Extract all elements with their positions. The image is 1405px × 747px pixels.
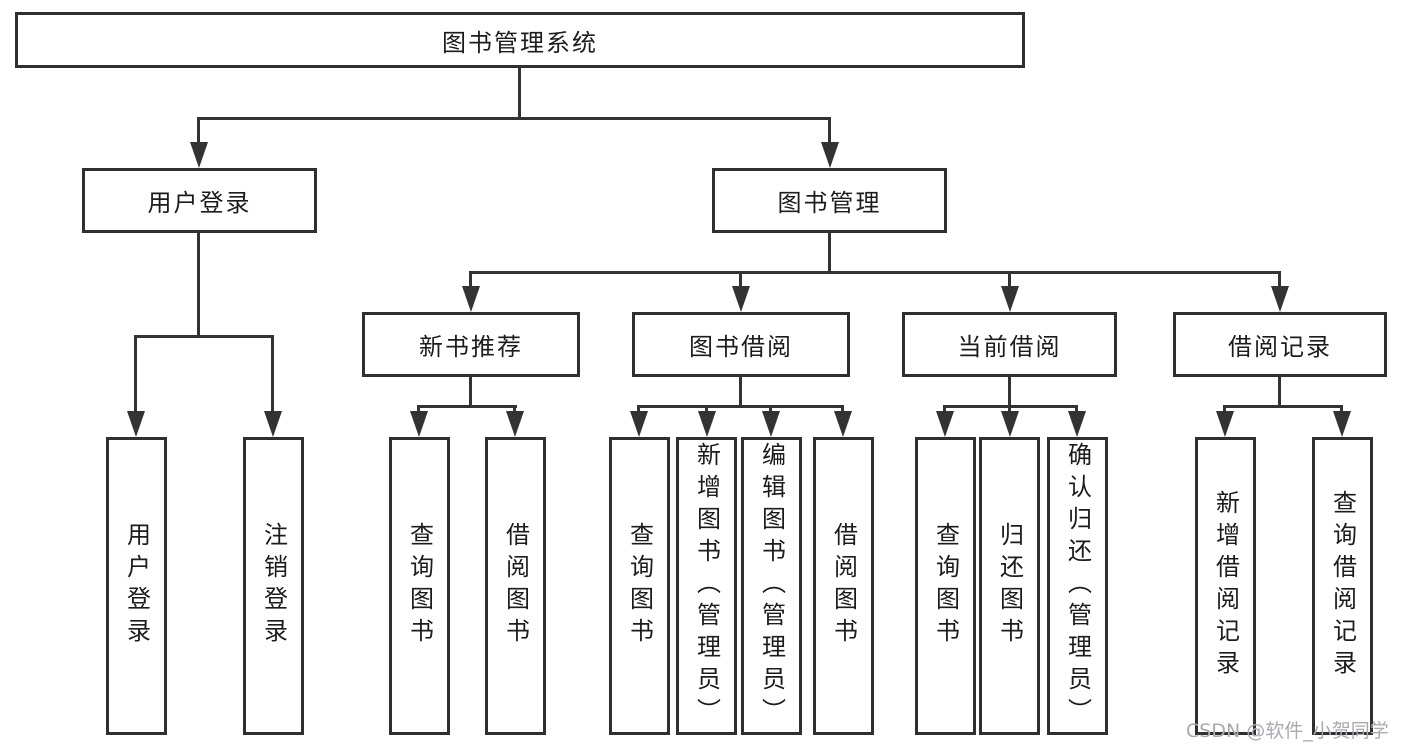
connector-stub-book-borrow (739, 271, 742, 289)
node-book-borrow-label: 图书借阅 (689, 333, 793, 361)
node-new-book-rec-label: 新书推荐 (419, 333, 523, 361)
arrowhead-user-login (190, 142, 208, 168)
arrowhead-book-mgmt (821, 142, 839, 168)
leaf-query-book-borrow-label: 查询图书 (625, 522, 654, 650)
connector-stub-g4-confirm (1075, 405, 1078, 414)
leaf-edit-book-admin: 编辑图书（管理员） (741, 437, 802, 735)
arrowhead-g4-confirm (1068, 411, 1086, 437)
arrowhead-g5-query (1333, 411, 1351, 437)
connector-stub-leaf-login (134, 335, 137, 413)
leaf-borrow-book-rec: 借阅图书 (485, 437, 546, 735)
node-current-borrow: 当前借阅 (902, 312, 1117, 377)
arrowhead-current-borrow (1001, 286, 1019, 312)
leaf-query-borrow-record-label: 查询借阅记录 (1328, 490, 1357, 682)
connector-stub-g3-edit (769, 405, 772, 414)
connector-book-borrow-horizontal (637, 405, 844, 408)
leaf-return-book-label: 归还图书 (995, 522, 1024, 650)
connector-stub-g5-query (1340, 405, 1343, 414)
leaf-return-book: 归还图书 (979, 437, 1040, 735)
connector-stub-g3-add (705, 405, 708, 414)
connector-new-book-horizontal (417, 405, 517, 408)
connector-root-trunk (518, 68, 521, 120)
node-user-login: 用户登录 (82, 168, 317, 233)
arrowhead-book-borrow (732, 286, 750, 312)
arrowhead-g4-return (1001, 411, 1019, 437)
connector-stub-g2-query (417, 405, 420, 414)
connector-stub-borrow-records (1278, 271, 1281, 289)
node-borrow-records-label: 借阅记录 (1228, 333, 1332, 361)
arrowhead-leaf-logout (264, 411, 282, 437)
connector-borrow-records-trunk (1278, 377, 1281, 408)
arrowhead-g5-add (1216, 411, 1234, 437)
connector-stub-g3-query (637, 405, 640, 414)
connector-current-borrow-trunk (1008, 377, 1011, 408)
arrowhead-g4-query (936, 411, 954, 437)
connector-stub-g5-add (1223, 405, 1226, 414)
connector-stub-book-mgmt (828, 117, 831, 145)
connector-book-mgmt-horizontal (469, 271, 1281, 274)
leaf-confirm-return-admin: 确认归还（管理员） (1047, 437, 1108, 735)
arrowhead-borrow-records (1271, 286, 1289, 312)
connector-stub-new-book (469, 271, 472, 289)
connector-book-mgmt-trunk (828, 233, 831, 274)
leaf-add-book-admin: 新增图书（管理员） (676, 437, 737, 735)
arrowhead-new-book (462, 286, 480, 312)
leaf-add-borrow-record-label: 新增借阅记录 (1211, 490, 1240, 682)
connector-user-login-horizontal (134, 335, 274, 338)
leaf-query-book-rec: 查询图书 (389, 437, 450, 735)
arrowhead-g3-query (630, 411, 648, 437)
leaf-edit-book-admin-label: 编辑图书（管理员） (757, 442, 786, 730)
leaf-query-book-current-label: 查询图书 (931, 522, 960, 650)
leaf-query-borrow-record: 查询借阅记录 (1312, 437, 1373, 735)
node-user-login-label: 用户登录 (147, 189, 252, 217)
connector-stub-g3-borrow (841, 405, 844, 414)
node-borrow-records: 借阅记录 (1173, 312, 1387, 377)
leaf-borrow-book-rec-label: 借阅图书 (501, 522, 530, 650)
csdn-watermark: CSDN @软件_小贺同学 (1186, 720, 1389, 742)
arrowhead-g3-add (698, 411, 716, 437)
connector-stub-g4-query (943, 405, 946, 414)
leaf-user-login-label: 用户登录 (122, 522, 151, 650)
node-book-borrow: 图书借阅 (632, 312, 850, 377)
leaf-query-book-current: 查询图书 (915, 437, 976, 735)
connector-stub-leaf-logout (271, 335, 274, 413)
connector-book-borrow-trunk (739, 377, 742, 408)
leaf-logout-label: 注销登录 (259, 522, 288, 650)
leaf-confirm-return-admin-label: 确认归还（管理员） (1063, 442, 1092, 730)
leaf-borrow-book: 借阅图书 (813, 437, 874, 735)
arrowhead-g2-borrow (506, 411, 524, 437)
leaf-user-login: 用户登录 (106, 437, 167, 735)
leaf-query-book-borrow: 查询图书 (609, 437, 670, 735)
node-new-book-rec: 新书推荐 (362, 312, 580, 377)
node-book-mgmt-label: 图书管理 (777, 189, 882, 217)
leaf-add-book-admin-label: 新增图书（管理员） (692, 442, 721, 730)
leaf-logout: 注销登录 (243, 437, 304, 735)
node-root: 图书管理系统 (15, 12, 1025, 68)
connector-borrow-records-horizontal (1223, 405, 1343, 408)
arrowhead-g2-query (410, 411, 428, 437)
leaf-query-book-rec-label: 查询图书 (405, 522, 434, 650)
connector-stub-g2-borrow (513, 405, 516, 414)
connector-stub-user-login (197, 117, 200, 145)
connector-user-login-trunk (197, 233, 200, 338)
arrowhead-g3-borrow (834, 411, 852, 437)
node-current-borrow-label: 当前借阅 (957, 333, 1062, 361)
node-root-label: 图书管理系统 (442, 28, 598, 57)
leaf-add-borrow-record: 新增借阅记录 (1195, 437, 1256, 735)
connector-stub-g4-return (1008, 405, 1011, 414)
connector-root-horizontal (197, 117, 831, 120)
arrowhead-leaf-login (127, 411, 145, 437)
node-book-mgmt: 图书管理 (712, 168, 947, 233)
connector-stub-current-borrow (1008, 271, 1011, 289)
connector-new-book-trunk (469, 377, 472, 408)
arrowhead-g3-edit (762, 411, 780, 437)
leaf-borrow-book-label: 借阅图书 (829, 522, 858, 650)
